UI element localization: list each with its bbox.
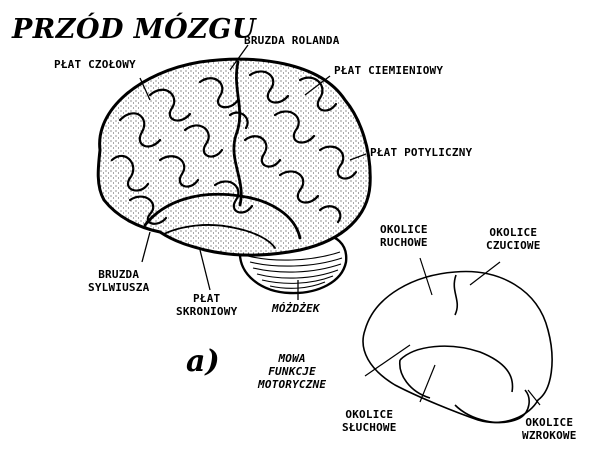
label-line: MOTORYCZNE [258, 378, 327, 391]
label-line: SKRONIOWY [176, 305, 238, 318]
label-bruzda-sylwiusza: BRUZDA SYLWIUSZA [88, 268, 149, 294]
label-okolice-czuciowe: OKOLICE CZUCIOWE [486, 226, 541, 252]
label-line: MOWA [278, 352, 306, 365]
label-line: SYLWIUSZA [88, 281, 150, 294]
cerebrum-shape [96, 57, 372, 257]
label-line: OKOLICE [380, 223, 428, 236]
label-line: CZUCIOWE [486, 239, 541, 252]
label-mozdzek: MÓŻDŻEK [272, 302, 320, 315]
label-line: FUNKCJE [268, 365, 316, 378]
label-line: OKOLICE [345, 408, 394, 421]
label-line: BRUZDA [98, 268, 140, 281]
label-line: SŁUCHOWE [342, 421, 397, 434]
label-plat-potyliczny: PŁAT POTYLICZNY [370, 146, 473, 159]
label-line: RUCHOWE [380, 236, 428, 249]
label-bruzda-rolanda: BRUZDA ROLANDA [244, 34, 340, 47]
label-plat-ciemieniowy: PŁAT CIEMIENIOWY [334, 64, 444, 77]
label-plat-skroniowy: PŁAT SKRONIOWY [176, 292, 237, 318]
label-plat-czolowy: PŁAT CZOŁOWY [54, 58, 136, 71]
leader-lines-left [139, 44, 367, 300]
leader-lines-right [364, 257, 541, 406]
label-line: PŁAT [193, 292, 221, 305]
label-line: WZROKOWE [522, 429, 577, 442]
label-line: OKOLICE [489, 226, 538, 239]
label-okolice-ruchowe: OKOLICE RUCHOWE [380, 223, 428, 249]
label-line: OKOLICE [525, 416, 574, 429]
diagram-title: PRZÓD MÓZGU [12, 14, 257, 45]
label-okolice-wzrokowe: OKOLICE WZROKOWE [522, 416, 577, 442]
panel-label: a) [186, 344, 220, 379]
schematic-brain [362, 270, 553, 424]
label-okolice-sluchowe: OKOLICE SŁUCHOWE [342, 408, 397, 434]
label-mowa-funkcje: MOWA FUNKCJE MOTORYCZNE [258, 352, 326, 391]
